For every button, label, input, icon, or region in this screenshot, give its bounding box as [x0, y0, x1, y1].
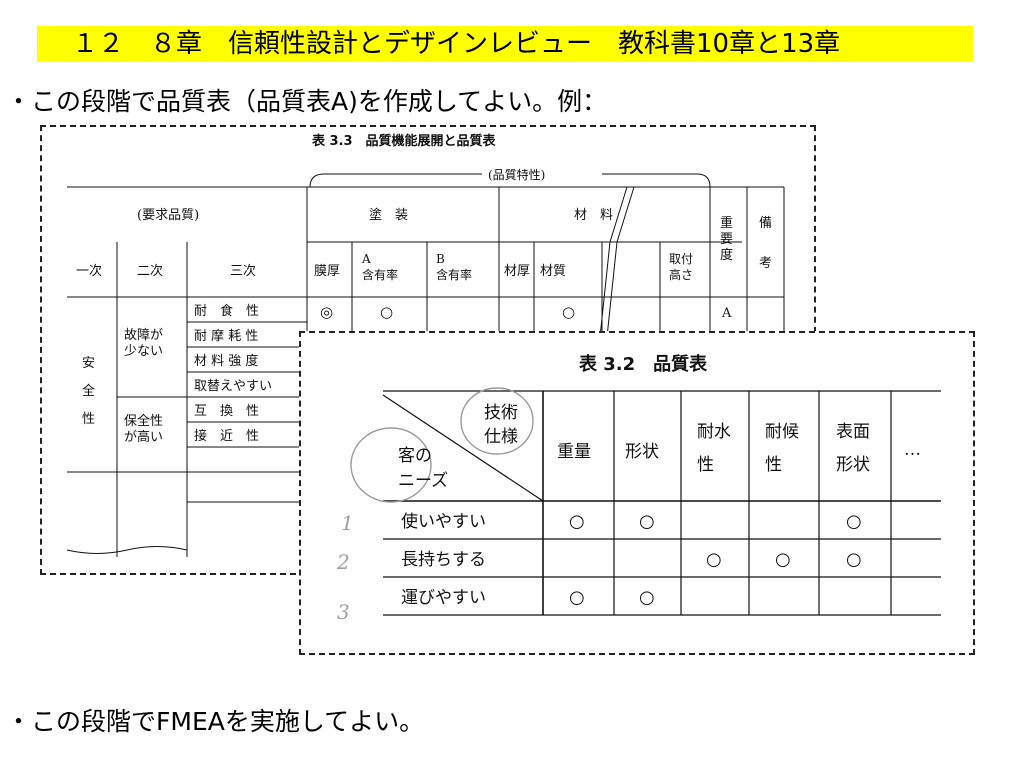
required-quality-label: (要求品質): [137, 208, 199, 223]
col-a-sub: 含有率: [362, 267, 398, 282]
need-row-1: 使いやすい: [401, 511, 486, 532]
mark-r1-shape: ○: [639, 511, 655, 532]
quality-characteristics-label: (品質特性): [488, 167, 545, 182]
primary-char-1: 安: [82, 356, 95, 371]
mark-r2-weather: ○: [775, 549, 791, 570]
col-header-surface-1: 表面: [836, 422, 870, 442]
tertiary-2: 耐 摩 耗 性: [194, 328, 258, 344]
hand-circle-spec: [460, 387, 534, 455]
need-row-3: 運びやすい: [401, 588, 486, 608]
table-3-2-scan: 表 3.2 品質表 技術 仕様 客の ニーズ 重量 形状 耐水 性 耐候 性 表…: [336, 353, 941, 624]
mark-r1-weight: ○: [569, 511, 585, 532]
mark-a-row-1: ○: [380, 303, 393, 321]
table-3-2-figure: 表 3.2 品質表 技術 仕様 客の ニーズ 重量 形状 耐水 性 耐候 性 表…: [299, 331, 975, 655]
mark-film-row-1: ◎: [320, 303, 333, 321]
col-header-water-1: 耐水: [697, 422, 731, 442]
mark-r3-weight: ○: [569, 587, 585, 608]
need-row-2: 長持ちする: [401, 550, 486, 570]
tertiary-3: 材 料 強 度: [194, 353, 258, 369]
col-material-thickness: 材厚: [504, 264, 530, 279]
mark-r2-surface: ○: [846, 549, 862, 570]
mark-importance-row-1: A: [721, 306, 732, 321]
col-mount-label: 取付: [669, 252, 693, 266]
secondary-1-line-2: 少ない: [124, 344, 163, 359]
secondary-1-line-1: 故障が: [124, 328, 163, 343]
mark-r3-shape: ○: [639, 587, 655, 608]
level-header-secondary: 二次: [137, 263, 163, 279]
secondary-2-line-2: が高い: [124, 429, 163, 445]
tertiary-1: 耐 食 性: [194, 303, 259, 319]
row-number-3: 3: [337, 600, 350, 624]
col-header-water-2: 性: [697, 455, 714, 475]
col-b-label: B: [436, 252, 445, 266]
level-header-tertiary: 三次: [230, 263, 256, 279]
col-header-weather-1: 耐候: [765, 422, 799, 442]
mark-mat-quality-row-1: ○: [562, 303, 575, 321]
col-film-thickness: 膜厚: [314, 264, 340, 279]
col-a-label: A: [361, 252, 371, 266]
col-header-weather-2: 性: [765, 455, 782, 475]
bullet-quality-table: ・この段階で品質表（品質表A)を作成してよい。例：: [6, 87, 608, 116]
col-header-shape: 形状: [625, 442, 659, 462]
title-highlight: [37, 26, 973, 62]
col-header-weight: 重量: [557, 442, 591, 462]
tertiary-4: 取替えやすい: [194, 379, 272, 394]
material-group-label: 材 料: [574, 208, 613, 223]
table-3-3-scan: 表 3.3 品質機能展開と品質表 (品質特性): [66, 133, 785, 557]
col-mount-sub: 高さ: [669, 267, 693, 282]
col-header-surface-2: 形状: [836, 455, 870, 475]
mark-r1-surface: ○: [846, 511, 862, 532]
col-b-sub: 含有率: [436, 267, 472, 282]
tertiary-5: 互 換 性: [194, 404, 259, 419]
corner-spec-line-2: 仕様: [484, 427, 518, 447]
corner-needs-line-2: ニーズ: [398, 471, 448, 491]
hand-circle-needs: [350, 427, 432, 503]
importance-char-2: 要: [720, 232, 733, 247]
table-3-3-caption: 表 3.3 品質機能展開と品質表: [311, 133, 497, 149]
col-material-quality: 材質: [540, 264, 566, 279]
remarks-char-1: 備: [759, 215, 772, 231]
tertiary-6: 接 近 性: [194, 428, 259, 444]
coating-group-label: 塗 装: [369, 207, 408, 223]
importance-char-1: 重: [720, 215, 733, 231]
mark-r2-water: ○: [706, 549, 722, 570]
level-header-primary: 一次: [76, 263, 102, 279]
corner-spec-line-1: 技術: [484, 403, 518, 423]
bullet-fmea: ・この段階でFMEAを実施してよい。: [6, 707, 425, 736]
remarks-char-2: 考: [759, 256, 772, 271]
col-header-more: …: [904, 440, 921, 460]
row-number-1: 1: [341, 511, 354, 535]
corner-needs-line-1: 客の: [398, 446, 432, 466]
row-number-2: 2: [336, 550, 350, 574]
secondary-2-line-1: 保全性: [124, 413, 163, 429]
importance-char-3: 度: [720, 247, 733, 263]
primary-char-2: 全: [82, 383, 95, 399]
primary-char-3: 性: [82, 412, 95, 427]
table-3-2-caption: 表 3.2 品質表: [579, 353, 708, 375]
slide-title: １２ ８章 信頼性設計とデザインレビュー 教科書10章と13章: [72, 29, 841, 59]
